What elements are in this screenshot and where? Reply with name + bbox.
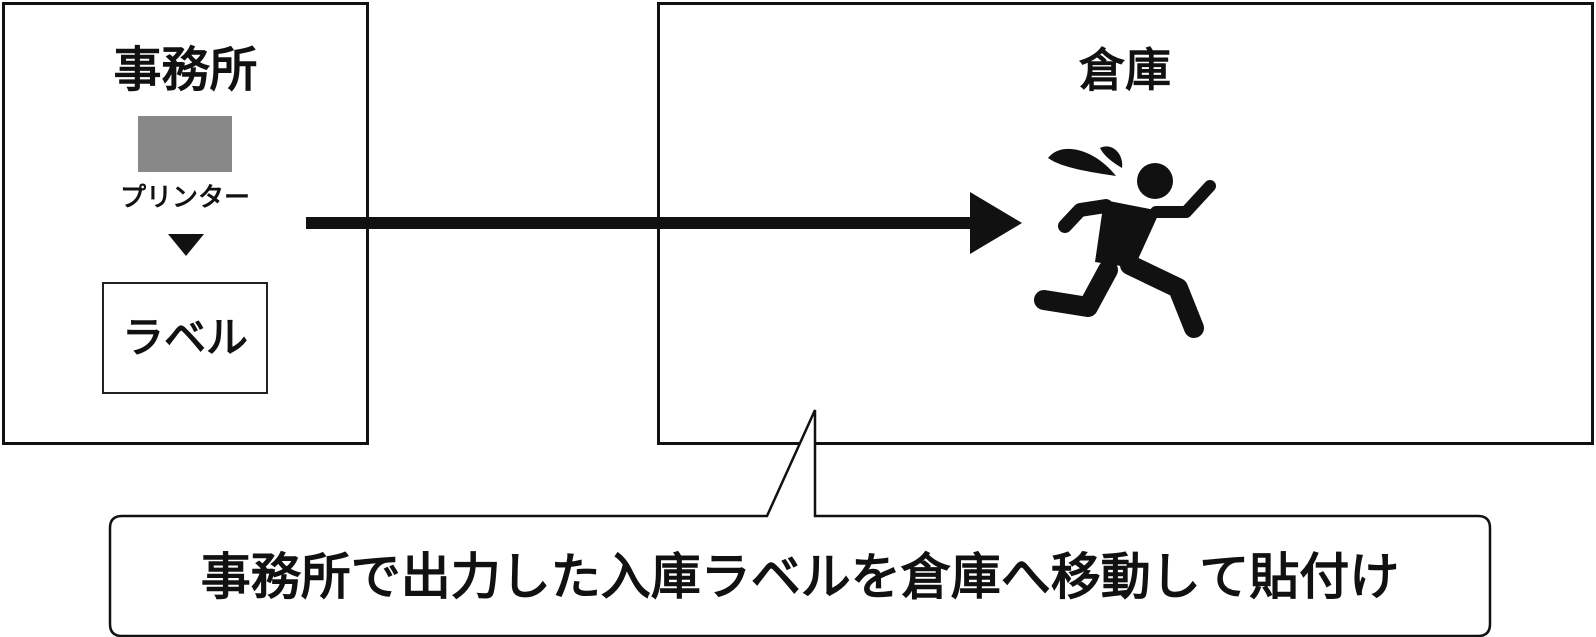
warehouse-title: 倉庫 [1079, 43, 1171, 97]
printer-label: プリンター [119, 183, 250, 213]
printer-icon [138, 116, 232, 172]
label-text: ラベル [121, 313, 248, 362]
caption-text: 事務所で出力した入庫ラベルを倉庫へ移動して貼付け [200, 548, 1400, 606]
triangle-down-icon [168, 234, 204, 256]
running-person-icon [1034, 146, 1216, 338]
caption-callout [108, 409, 1492, 637]
office-title: 事務所 [113, 42, 258, 98]
label-box [102, 282, 268, 394]
arrow-right-icon [306, 192, 1022, 254]
